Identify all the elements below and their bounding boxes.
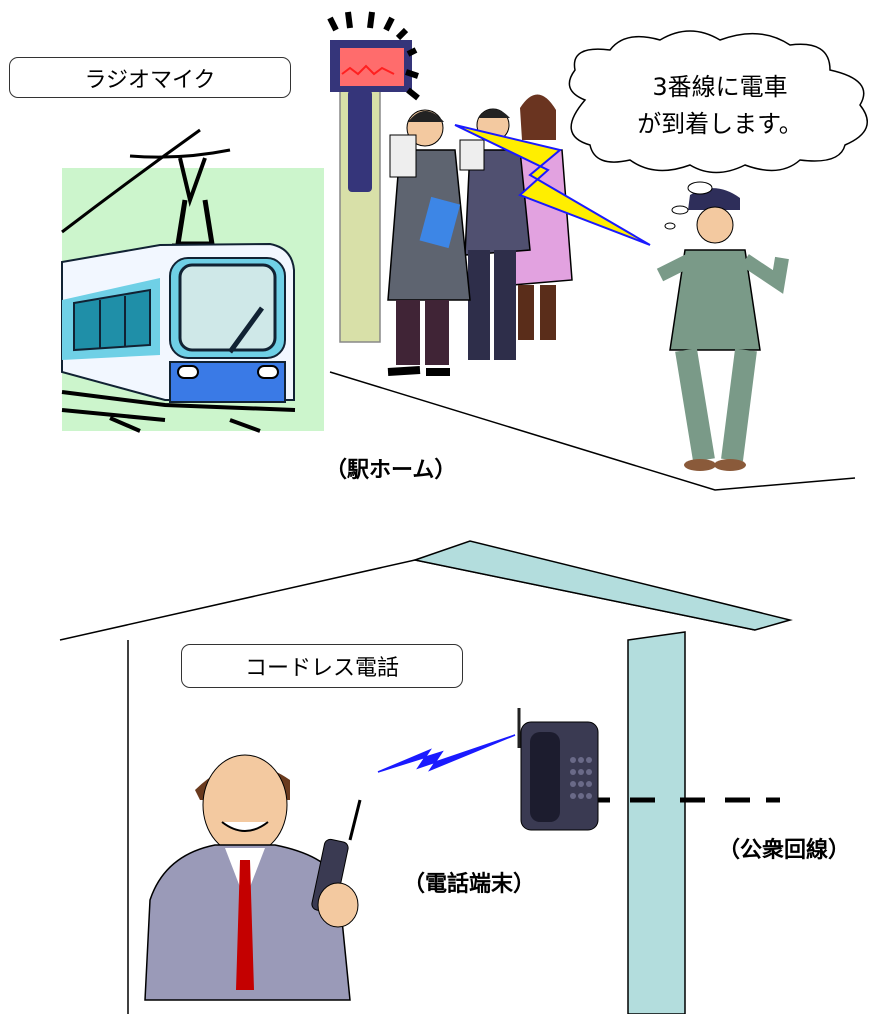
radio-mic-label: ラジオマイク	[9, 57, 291, 98]
bubble-line-1: 3番線に電車	[652, 73, 788, 101]
cordless-signal-bolt	[377, 734, 516, 773]
platform-sign	[327, 11, 420, 343]
bubble-line-2: が到着します。	[637, 110, 803, 138]
phone-terminal-caption: （電話端末）	[403, 872, 536, 897]
house-roof-and-wall	[412, 540, 793, 1014]
public-line-caption: （公衆回線）	[718, 838, 851, 863]
station-worker	[656, 181, 789, 471]
tram-illustration	[61, 128, 324, 433]
radio-signal-bolt	[454, 124, 651, 246]
station-platform-caption: （駅ホーム）	[325, 458, 457, 483]
man-with-cordless-phone	[144, 754, 362, 1001]
speech-bubble-cloud	[568, 30, 869, 174]
passenger-group	[387, 94, 573, 376]
telephone-terminal-icon	[517, 708, 599, 831]
platform-lines	[329, 371, 856, 491]
cordless-phone-label: コードレス電話	[181, 644, 463, 688]
